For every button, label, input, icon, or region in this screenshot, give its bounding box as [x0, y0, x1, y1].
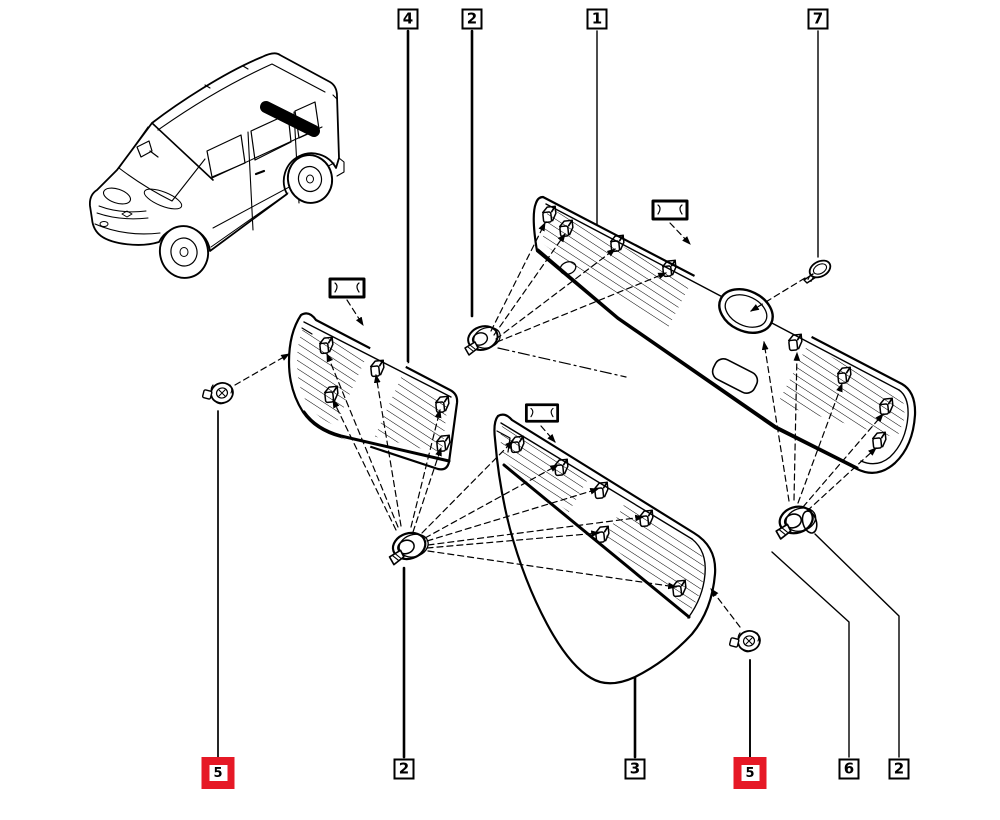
leader-6 — [771, 551, 850, 758]
large-trim-panel — [532, 195, 917, 474]
vehicle-illustration — [88, 52, 345, 279]
sliding-door-window — [250, 113, 292, 161]
callout-leader-lines — [217, 29, 900, 759]
dashed-locator-lines — [234, 221, 884, 628]
callout-top-7[interactable]: 7 — [807, 8, 829, 30]
fasteners — [201, 256, 835, 655]
callout-top-2[interactable]: 2 — [461, 8, 483, 30]
callout-bottom-2[interactable]: 2 — [888, 758, 910, 780]
callout-number: 7 — [812, 9, 824, 28]
front-door-window — [206, 134, 246, 178]
black-location-strip — [260, 101, 320, 137]
panel-recess-pad — [711, 358, 759, 394]
callout-number: 4 — [402, 9, 414, 28]
leader-2-right — [814, 533, 900, 758]
callout-bottom-5-highlighted[interactable]: 5 — [201, 757, 235, 789]
callout-number: 2 — [398, 759, 410, 778]
callout-bottom-2[interactable]: 2 — [393, 758, 415, 780]
front-wheel — [158, 225, 210, 279]
callout-number: 3 — [629, 759, 641, 778]
callout-bottom-3[interactable]: 3 — [624, 758, 646, 780]
small-trim-panel — [287, 312, 459, 471]
rear-wheel — [286, 154, 334, 204]
callout-bottom-5-highlighted[interactable]: 5 — [733, 757, 767, 789]
callout-top-4[interactable]: 4 — [397, 8, 419, 30]
headlight — [102, 187, 132, 205]
medium-trim-panel — [493, 413, 717, 685]
callout-number: 2 — [466, 9, 478, 28]
handle-cutout — [718, 288, 774, 334]
callout-number: 2 — [893, 759, 905, 778]
door-mirror — [136, 140, 159, 158]
callout-number: 5 — [209, 765, 227, 781]
callout-number: 1 — [591, 9, 603, 28]
panel-boss — [559, 261, 577, 275]
callout-top-1[interactable]: 1 — [586, 8, 608, 30]
callout-number: 5 — [741, 765, 759, 781]
callout-bottom-6[interactable]: 6 — [838, 758, 860, 780]
brand-badge — [121, 210, 133, 218]
callout-number: 6 — [843, 759, 855, 778]
grommet-and-pin-assembly — [775, 500, 820, 541]
